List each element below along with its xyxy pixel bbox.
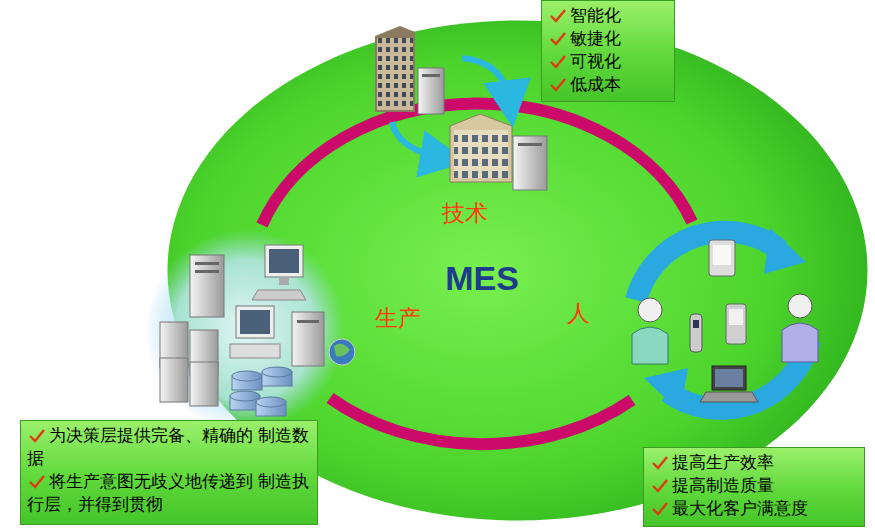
bullet-text: 最大化客户满意度 xyxy=(672,498,808,518)
aspect-label: 生产 xyxy=(375,303,421,334)
check-mark xyxy=(550,78,566,92)
check-mark xyxy=(652,479,668,493)
bullet-text: 提高生产效率 xyxy=(672,452,774,472)
bullet-text: 将生产意图无歧义地传递到 制造执行层，并得到贯彻 xyxy=(27,471,309,514)
people-cycle xyxy=(632,228,818,412)
callout-box: 智能化敏捷化可视化低成本 xyxy=(541,0,675,102)
bullet-text: 为决策层提供完备、精确的 制造数据 xyxy=(27,425,309,468)
check-mark xyxy=(29,429,45,443)
callout-box: 提高生产效率提高制造质量最大化客户满意度 xyxy=(643,447,865,527)
ring-arc xyxy=(330,398,632,444)
check-mark xyxy=(550,55,566,69)
check-mark xyxy=(652,502,668,516)
check-mark xyxy=(652,456,668,470)
aspect-label: 人 xyxy=(567,298,590,329)
callout-box: 为决策层提供完备、精确的 制造数据将生产意图无歧义地传递到 制造执行层，并得到贯… xyxy=(20,420,318,525)
building-icons xyxy=(375,26,547,190)
bullet-text: 可视化 xyxy=(570,51,621,71)
aspect-label: 技术 xyxy=(442,198,488,229)
server-cluster xyxy=(145,230,355,430)
bullet-text: 敏捷化 xyxy=(570,28,621,48)
bullet-text: 提高制造质量 xyxy=(672,475,774,495)
bullet-text: 低成本 xyxy=(570,74,621,94)
check-mark xyxy=(29,475,45,489)
center-title: MES xyxy=(445,259,519,298)
check-mark xyxy=(550,32,566,46)
bullet-text: 智能化 xyxy=(570,5,621,25)
check-mark xyxy=(550,9,566,23)
